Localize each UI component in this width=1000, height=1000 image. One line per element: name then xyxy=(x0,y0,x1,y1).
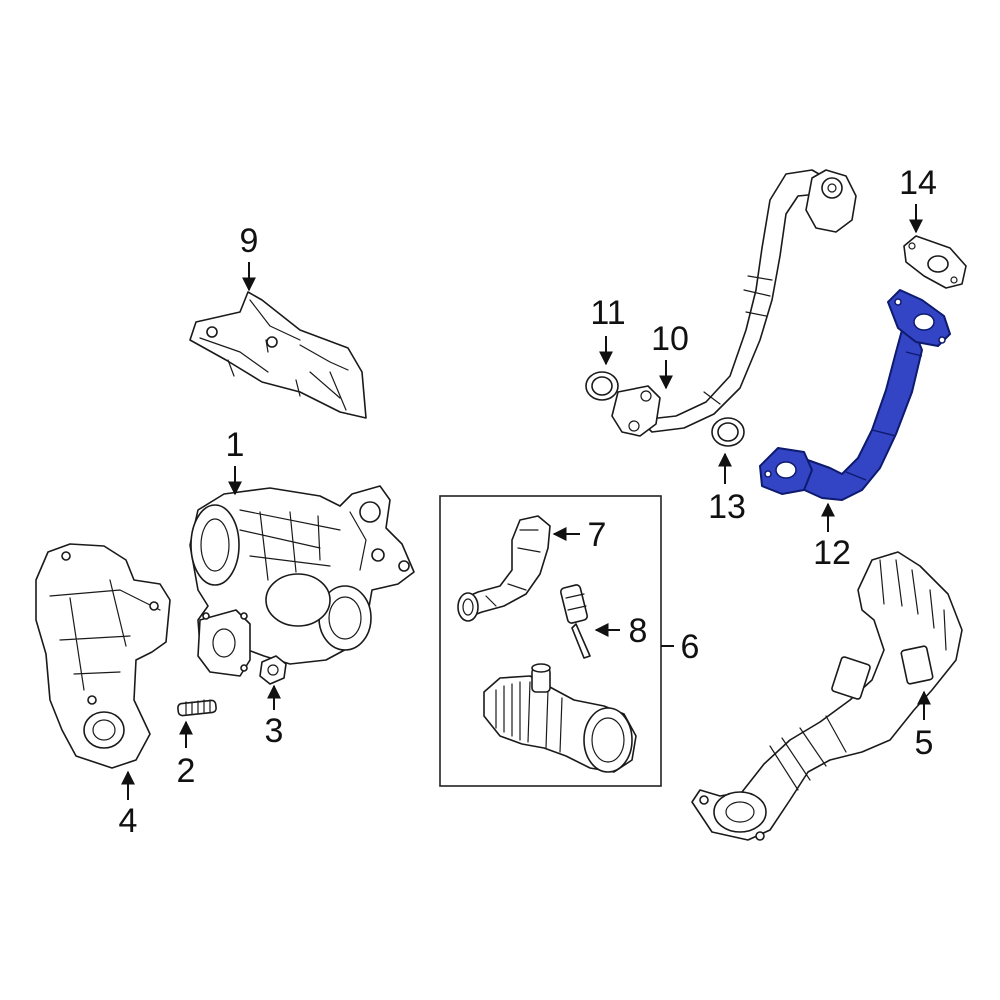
callout-1: 1 xyxy=(226,426,245,464)
lower-heat-shield-part-4[interactable] xyxy=(35,543,171,769)
callout-11: 11 xyxy=(590,294,625,332)
stud-part-2[interactable] xyxy=(177,699,217,717)
callout-5: 5 xyxy=(915,724,934,762)
intake-hose-part-6[interactable] xyxy=(483,663,637,773)
turbocharger-part-1[interactable] xyxy=(189,485,415,677)
charge-air-pipe-part-5[interactable] xyxy=(691,551,963,841)
gasket-part-14[interactable] xyxy=(903,235,967,289)
callout-10: 10 xyxy=(651,320,689,358)
o-ring-part-11[interactable] xyxy=(585,371,619,401)
callout-2: 2 xyxy=(177,752,196,790)
callout-4: 4 xyxy=(119,802,138,840)
callout-9: 9 xyxy=(240,222,259,260)
oil-return-pipe-part-12[interactable] xyxy=(759,289,951,501)
callout-12: 12 xyxy=(813,534,851,572)
callout-6: 6 xyxy=(681,628,700,666)
nut-part-3[interactable] xyxy=(259,655,287,685)
callout-14: 14 xyxy=(899,164,937,202)
o-ring-part-13[interactable] xyxy=(711,417,745,447)
callout-8: 8 xyxy=(629,612,648,650)
oil-feed-line-part-10[interactable] xyxy=(611,169,857,437)
callout-13: 13 xyxy=(708,488,746,526)
callout-3: 3 xyxy=(265,712,284,750)
callout-7: 7 xyxy=(588,516,607,554)
group-box-part-6 xyxy=(439,495,662,787)
hose-part-7[interactable] xyxy=(457,515,551,622)
heat-shield-part-9[interactable] xyxy=(189,291,367,419)
sensor-part-8[interactable] xyxy=(559,584,591,659)
